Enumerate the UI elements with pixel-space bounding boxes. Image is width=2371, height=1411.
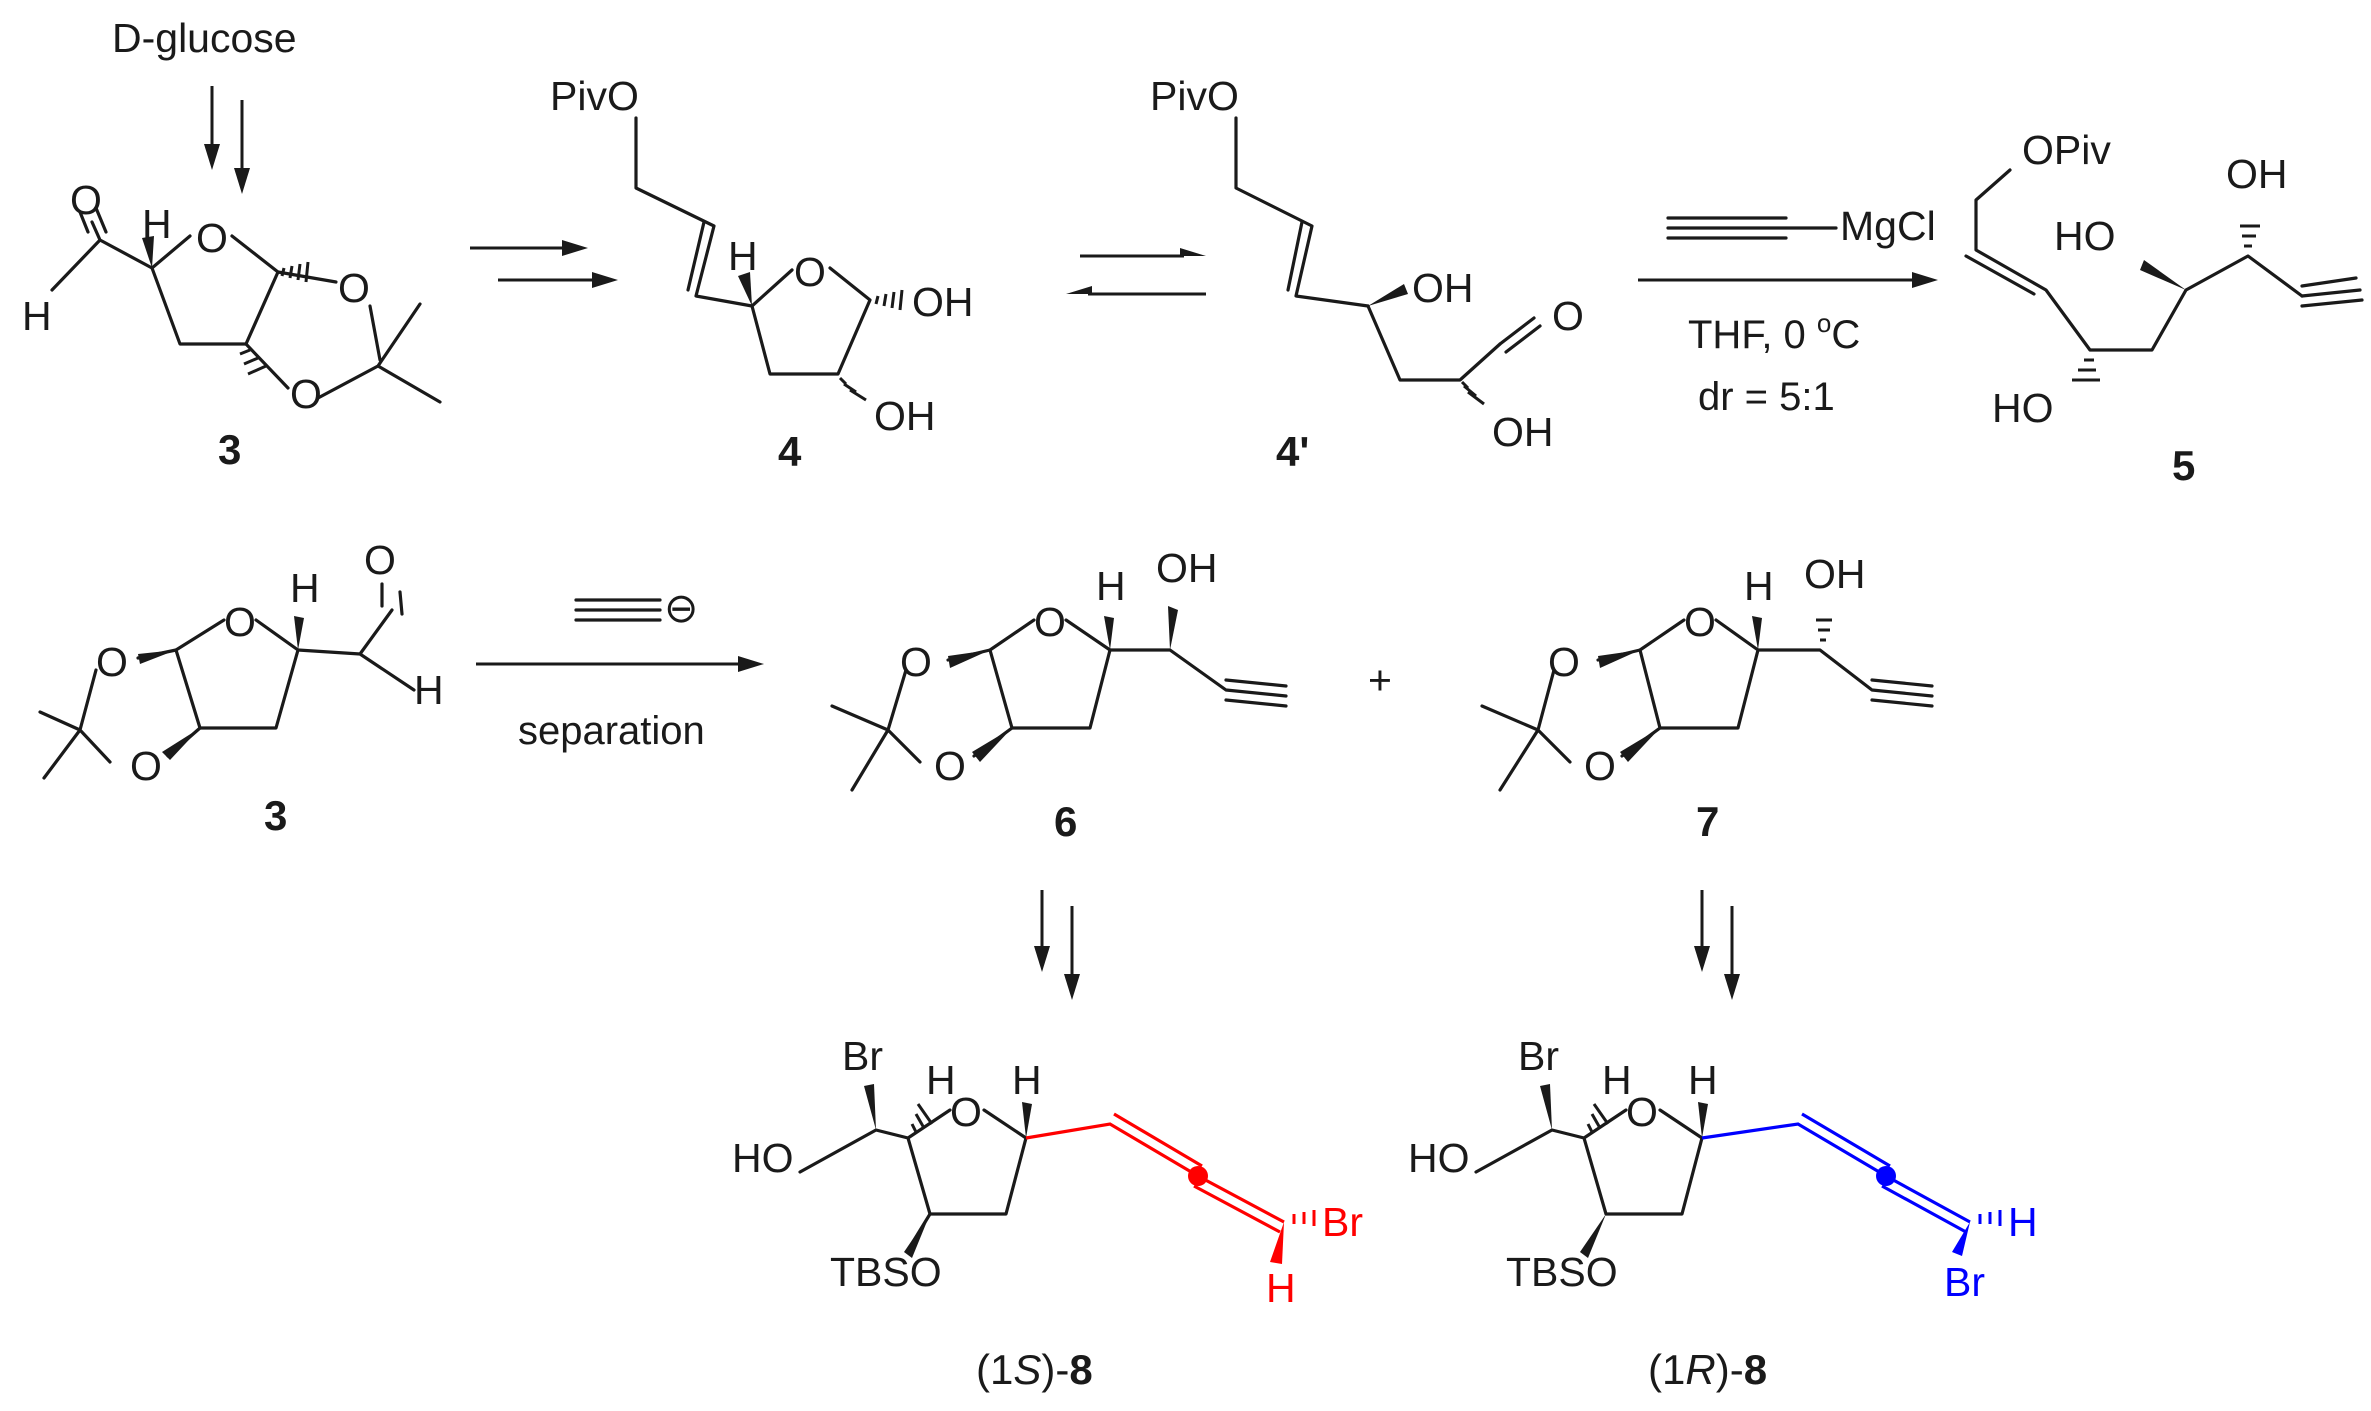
atom-label-opiv: OPiv bbox=[2022, 127, 2111, 173]
compound-4prime-label: 4' bbox=[1276, 428, 1309, 475]
atom-label-oh: OH bbox=[2226, 151, 2288, 197]
atom-label-oh: OH bbox=[874, 393, 936, 439]
atom-label-o: O bbox=[794, 249, 826, 295]
compound-3-middle-label: 3 bbox=[264, 792, 287, 839]
compound-1R-8-label: (1R)-8 bbox=[1648, 1346, 1767, 1393]
atom-label-tbso: TBSO bbox=[830, 1249, 942, 1295]
atom-label-reagent_charge: ⊖ bbox=[664, 585, 698, 631]
multistep-arrow-6 bbox=[1034, 890, 1080, 1000]
atom-label-condition_dr: dr = 5:1 bbox=[1698, 375, 1835, 419]
atom-label-text: THF, 0 oC bbox=[1688, 308, 1860, 357]
compound-7-label: 7 bbox=[1696, 798, 1719, 845]
atom-label-o: O bbox=[224, 599, 256, 645]
compound-6-label: 6 bbox=[1054, 798, 1077, 845]
compound-6: O H OH O O 6 bbox=[830, 545, 1288, 845]
atom-label-o: O bbox=[1626, 1089, 1658, 1135]
atom-label-br: Br bbox=[1944, 1259, 1985, 1305]
atom-label-br: Br bbox=[842, 1033, 883, 1079]
plus-sign: + bbox=[1368, 657, 1392, 703]
compound-3-middle: O H O H O O 3 bbox=[38, 537, 444, 839]
equilibrium-arrow-4-4prime bbox=[1066, 248, 1206, 296]
atom-label-h: H bbox=[1266, 1265, 1296, 1311]
compound-5: OPiv OH HO HO 5 bbox=[1964, 127, 2364, 489]
compound-3-top: O O H H O O 3 bbox=[22, 177, 442, 473]
compound-3-top-label: 3 bbox=[218, 426, 241, 473]
atom-label-h: H bbox=[728, 233, 758, 279]
atom-label-o: O bbox=[130, 743, 162, 789]
start-material-label: D-glucose bbox=[112, 15, 297, 61]
compound-1S-8-label: (1S)-8 bbox=[976, 1346, 1093, 1393]
atom-label-tbso: TBSO bbox=[1506, 1249, 1618, 1295]
atom-label-o: O bbox=[96, 639, 128, 685]
atom-label-o: O bbox=[1034, 599, 1066, 645]
atom-label-h: H bbox=[22, 293, 52, 339]
atom-label-ho: HO bbox=[2054, 213, 2116, 259]
atom-label-condition: separation bbox=[518, 709, 705, 753]
atom-label-pivo: PivO bbox=[550, 73, 639, 119]
grignard-arrow: MgCl THF, 0 oC dr = 5:1 bbox=[1638, 203, 1938, 419]
multistep-arrow-7 bbox=[1694, 890, 1740, 1000]
atom-label-o: O bbox=[900, 639, 932, 685]
atom-label-h: H bbox=[142, 201, 172, 247]
atom-label-h: H bbox=[290, 565, 320, 611]
atom-label-pivo: PivO bbox=[1150, 73, 1239, 119]
atom-label-o: O bbox=[1584, 743, 1616, 789]
multistep-arrow-glucose bbox=[204, 86, 250, 194]
atom-label-o: O bbox=[364, 537, 396, 583]
atom-label-o: O bbox=[290, 371, 322, 417]
atom-label-h: H bbox=[1012, 1057, 1042, 1103]
atom-label-o: O bbox=[934, 743, 966, 789]
compound-4-label: 4 bbox=[778, 428, 802, 475]
compound-5-label: 5 bbox=[2172, 442, 2195, 489]
atom-label-oh: OH bbox=[1156, 545, 1218, 591]
atom-label-h: H bbox=[1602, 1057, 1632, 1103]
compound-4: PivO H O OH OH 4 bbox=[550, 73, 974, 475]
multistep-arrow-3-to-4 bbox=[470, 240, 618, 288]
atom-label-oh: OH bbox=[1492, 409, 1554, 455]
atom-label-h: H bbox=[2008, 1199, 2038, 1245]
atom-label-o: O bbox=[70, 177, 102, 223]
atom-label-oh: OH bbox=[1804, 551, 1866, 597]
compound-1S-8: HO Br H O H TBSO Br H (1S)-8 bbox=[732, 1033, 1363, 1393]
atom-label-ho: HO bbox=[1992, 385, 2054, 431]
atom-label-o: O bbox=[950, 1089, 982, 1135]
atom-label-o: O bbox=[1552, 293, 1584, 339]
atom-label-o: O bbox=[196, 215, 228, 261]
acetylide-arrow: ⊖ separation bbox=[476, 585, 764, 753]
atom-label-h: H bbox=[1744, 563, 1774, 609]
atom-label-h: H bbox=[1096, 563, 1126, 609]
atom-label-oh: OH bbox=[912, 279, 974, 325]
atom-label-br: Br bbox=[1518, 1033, 1559, 1079]
atom-label-h: H bbox=[926, 1057, 956, 1103]
atom-label-oh: OH bbox=[1412, 265, 1474, 311]
atom-label-ho: HO bbox=[732, 1135, 794, 1181]
atom-label-reagent_text: MgCl bbox=[1840, 203, 1936, 249]
compound-1R-8: HO Br H O H TBSO H Br (1R)-8 bbox=[1408, 1033, 2038, 1393]
atom-label-ho: HO bbox=[1408, 1135, 1470, 1181]
atom-label-o: O bbox=[1548, 639, 1580, 685]
compound-7: O H OH O O 7 bbox=[1480, 551, 1934, 845]
atom-label-o: O bbox=[1684, 599, 1716, 645]
atom-label-br: Br bbox=[1322, 1199, 1363, 1245]
atom-label-o: O bbox=[338, 265, 370, 311]
atom-label-h: H bbox=[1688, 1057, 1718, 1103]
compound-4prime: PivO OH O OH 4' bbox=[1150, 73, 1584, 475]
atom-label-h: H bbox=[414, 667, 444, 713]
